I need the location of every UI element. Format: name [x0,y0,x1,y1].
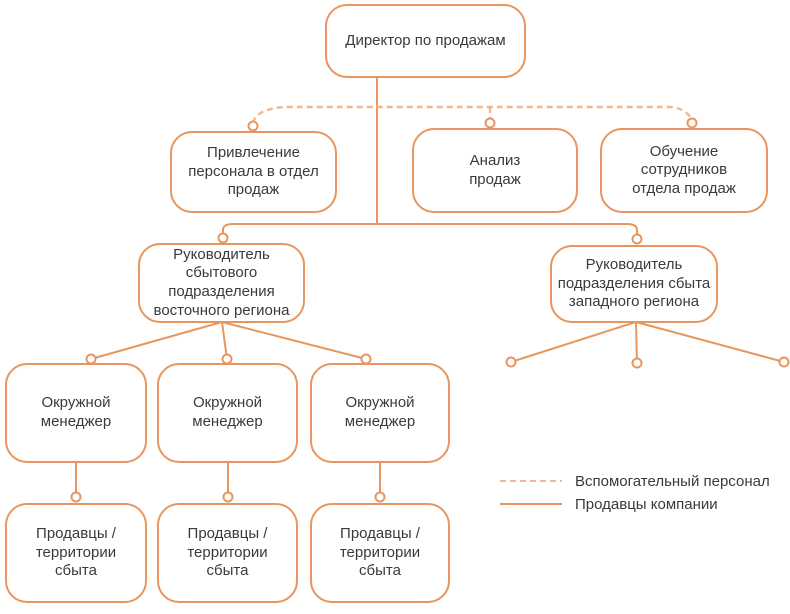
solid-line-sample [500,503,562,505]
node-district-manager-3: Окружной менеджер [310,363,450,463]
connector-branch-west [377,223,638,235]
node-west-region-head: Руководитель подразделения сбыта западно… [550,245,718,323]
node-sellers-2: Продавцы / территории сбыта [157,503,298,603]
legend: Вспомогательный персонал Продавцы компан… [500,472,770,513]
connector-branch-east [222,223,377,234]
connector-west-fan-3 [635,321,785,363]
node-sellers-1: Продавцы / территории сбыта [5,503,147,603]
node-sellers-3: Продавцы / территории сбыта [310,503,450,603]
legend-item-company-sellers: Продавцы компании [500,495,770,513]
node-east-region-head: Руководитель сбытового подразделения вос… [138,243,305,323]
connector-east-fan-2 [221,321,228,360]
legend-label-company-sellers: Продавцы компании [575,495,718,513]
connector-west-fan-1 [510,321,637,363]
node-sales-director: Директор по продажам [325,4,526,78]
node-recruiting: Привлечение персонала в отдел продаж [170,131,337,213]
connector-east-fan-1 [90,321,223,360]
node-district-manager-1: Окружной менеджер [5,363,147,463]
node-sales-analysis: Анализ продаж [412,128,578,213]
dashed-line-sample [500,479,562,483]
connector-east-fan-3 [221,321,367,360]
connector-west-fan-2 [635,321,638,364]
legend-item-auxiliary-staff: Вспомогательный персонал [500,472,770,490]
connector-auxiliary-rail [251,105,693,124]
node-training: Обучение сотрудников отдела продаж [600,128,768,213]
node-district-manager-2: Окружной менеджер [157,363,298,463]
legend-label-auxiliary-staff: Вспомогательный персонал [575,472,770,490]
